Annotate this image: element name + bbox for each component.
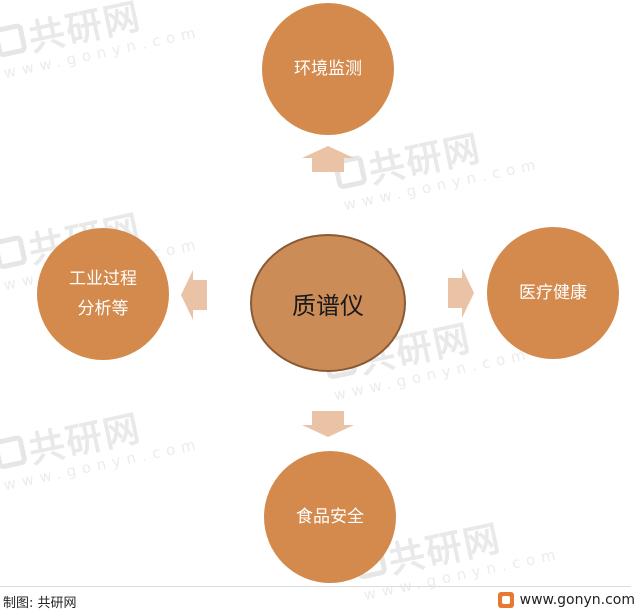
watermark: 共研网 www.gonyn.com — [0, 388, 203, 495]
node-label: 工业过程 分析等 — [69, 269, 137, 319]
arrow-right-icon — [448, 268, 474, 318]
footer-divider — [0, 586, 631, 587]
arrow-left-icon — [181, 270, 207, 320]
arrow-down-icon — [302, 411, 354, 437]
footer-site: www.gonyn.com — [497, 592, 635, 608]
node-label: 医疗健康 — [519, 283, 587, 303]
arrow-up-icon — [302, 146, 354, 172]
footer-credit: 制图: 共研网 — [3, 596, 77, 611]
footer-site-url: www.gonyn.com — [519, 592, 635, 608]
node-center-mass-spectrometer: 质谱仪 — [250, 234, 406, 372]
node-medical-health: 医疗健康 — [487, 227, 619, 359]
node-industrial-process: 工业过程 分析等 — [37, 228, 169, 360]
node-label: 食品安全 — [296, 507, 364, 527]
node-environment-monitoring: 环境监测 — [262, 3, 394, 135]
watermark-logo-icon — [0, 434, 28, 471]
center-label: 质谱仪 — [292, 291, 364, 320]
node-food-safety: 食品安全 — [264, 451, 396, 583]
watermark: 共研网 www.gonyn.com — [0, 0, 203, 83]
node-label: 环境监测 — [294, 59, 362, 79]
site-logo-icon — [497, 592, 514, 608]
watermark-logo-icon — [0, 234, 28, 271]
watermark-logo-icon — [0, 22, 28, 59]
